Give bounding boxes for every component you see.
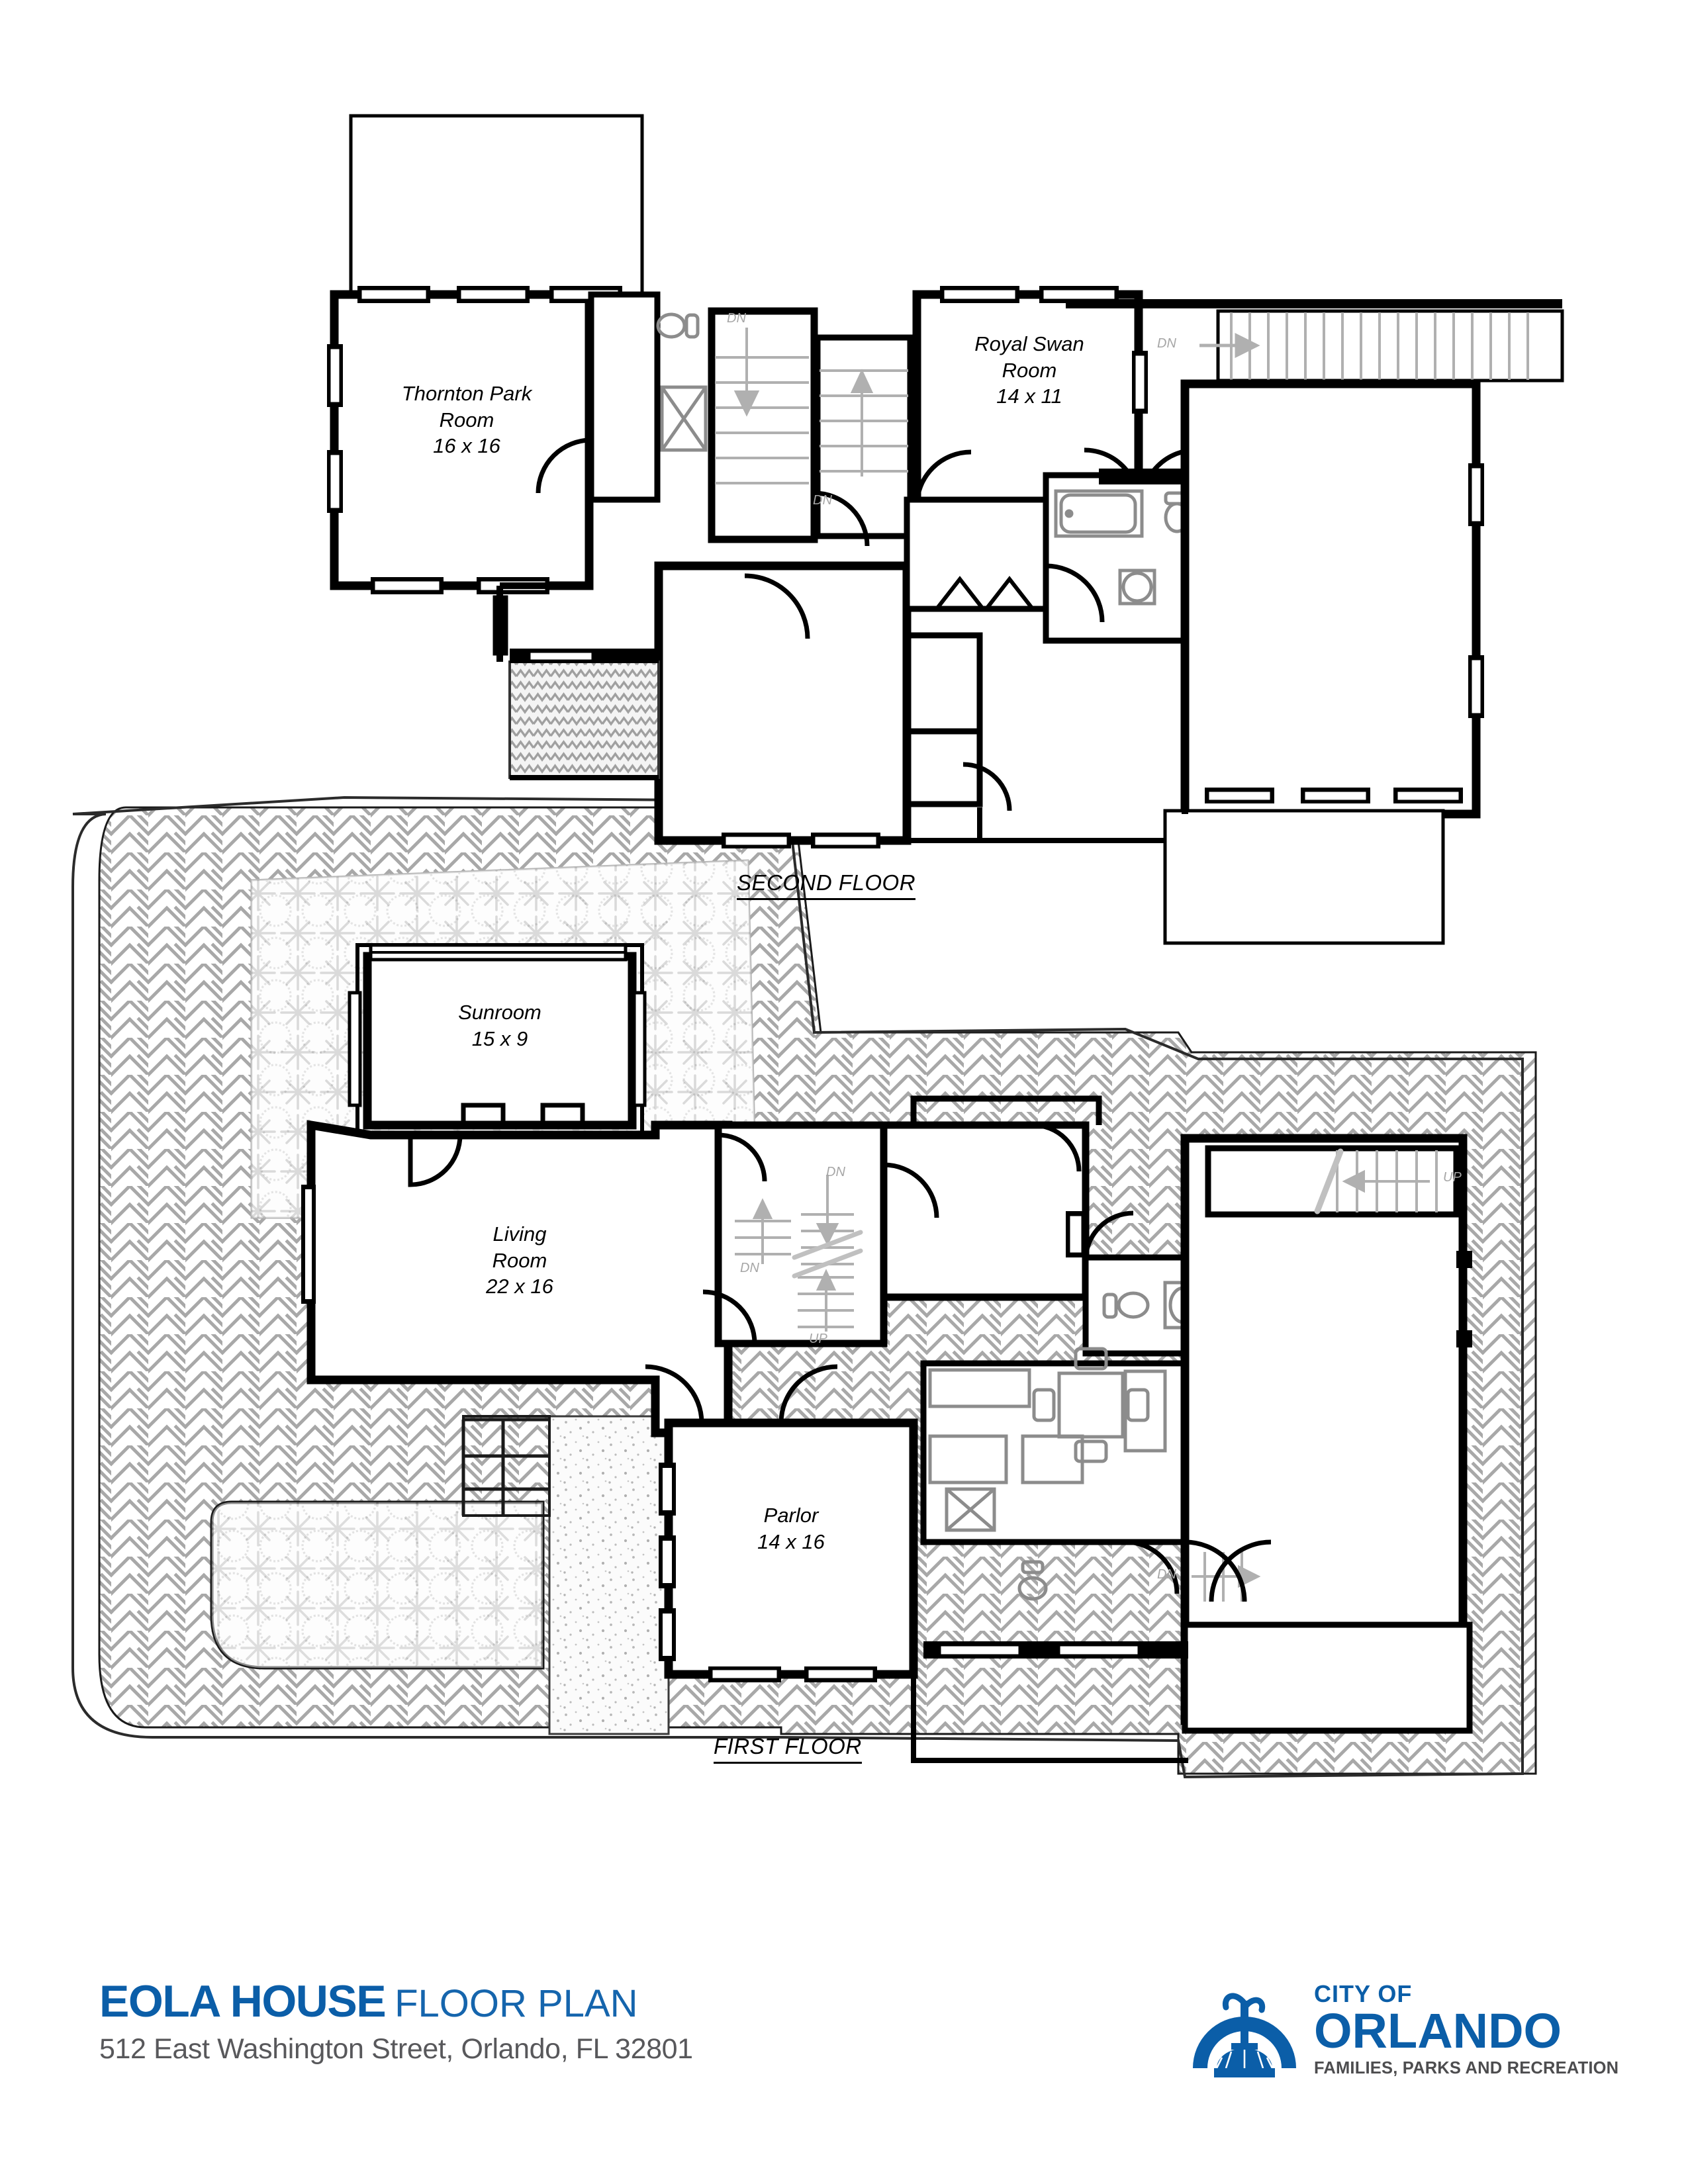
- right-stair-up-arrow: [1342, 1169, 1430, 1193]
- concrete-walk: [461, 1415, 670, 1735]
- stair-annotation-up-1f: UP: [809, 1332, 827, 1346]
- room-name-line2: Room: [439, 408, 494, 432]
- document-address: 512 East Washington Street, Orlando, FL …: [99, 2033, 693, 2065]
- room-thornton-park: [327, 286, 622, 594]
- first-floor-bottom-walls: [911, 1641, 1188, 1763]
- bathtub-icon: [1054, 489, 1144, 538]
- room-dimensions: 14 x 11: [996, 385, 1062, 408]
- room-label-parlor: Parlor 14 x 16: [692, 1502, 890, 1555]
- right-stair-dn-arrow-2: [1199, 332, 1260, 359]
- first-floor-center-block: [880, 1095, 1102, 1301]
- room-name-line1: Living: [492, 1222, 547, 1246]
- stair-annotation-dn-2f-a: DN: [727, 311, 746, 326]
- floor-label-first: FIRST FLOOR: [714, 1734, 862, 1764]
- toilet-icon-upper: [656, 312, 700, 339]
- room-royal-swan: [912, 286, 1197, 511]
- closet-icon: [660, 385, 708, 452]
- city-of-orlando-logo: CITY OF ORLANDO FAMILIES, PARKS AND RECR…: [1185, 1980, 1619, 2108]
- stair-annotation-dn-1f-right: DN: [1157, 1567, 1176, 1582]
- room-name-line2: Room: [1002, 358, 1057, 382]
- stair-annotation-dn-2f-c: DN: [1157, 336, 1176, 351]
- floor-label-second: SECOND FLOOR: [737, 870, 916, 900]
- logo-tagline: FAMILIES, PARKS AND RECREATION: [1314, 2058, 1619, 2077]
- room-label-living-room: Living Room 22 x 16: [417, 1221, 622, 1300]
- first-floor-right-wing: [1180, 1134, 1473, 1734]
- kitchen-fixture-icon: [945, 1487, 996, 1532]
- stair-annotation-dn-2f-b: DN: [813, 493, 832, 508]
- wc-icon: [1017, 1560, 1048, 1601]
- room-name-line2: Room: [492, 1248, 547, 1272]
- first-floor-plan: [71, 796, 1537, 1779]
- room-label-royal-swan: Royal Swan Room 14 x 11: [927, 331, 1132, 410]
- room-label-sunroom: Sunroom 15 x 9: [397, 999, 602, 1052]
- second-floor-closet: [588, 291, 708, 503]
- room-dimensions: 15 x 9: [471, 1026, 528, 1050]
- porch-roof-outline: [349, 114, 644, 296]
- second-floor-plan: [327, 114, 1564, 945]
- second-stair-up-arrow: [850, 369, 874, 477]
- room-sunroom: [348, 943, 647, 1139]
- stair-annotation-dn-1f-a: DN: [740, 1261, 759, 1275]
- second-floor-connector-walls: [492, 582, 1165, 843]
- stair-arrow-dn-left: [752, 1198, 773, 1264]
- room-name-line1: Sunroom: [458, 1001, 541, 1024]
- dining-area: [920, 1347, 1231, 1601]
- room-parlor: [645, 1364, 918, 1682]
- document-title: EOLA HOUSE: [99, 1976, 387, 2026]
- room-name-line1: Royal Swan: [974, 332, 1084, 355]
- second-floor-right-stair: [1066, 299, 1564, 383]
- room-dimensions: 14 x 16: [757, 1529, 825, 1553]
- stair-arrow-dn-right: [816, 1175, 839, 1246]
- room-label-thornton-park: Thornton Park Room 16 x 16: [361, 381, 573, 459]
- lake-eola-fountain-icon: [1193, 1993, 1296, 2077]
- logo-line-orlando: ORLANDO: [1314, 2003, 1562, 2058]
- second-floor-hall: [904, 496, 1105, 623]
- toilet-icon: [1102, 1291, 1150, 1319]
- room-name-line1: Parlor: [763, 1504, 819, 1527]
- first-floor-stair-hall: [702, 1121, 888, 1347]
- document-subtitle: FLOOR PLAN: [395, 1982, 638, 2025]
- room-name-line1: Thornton Park: [401, 382, 532, 405]
- second-stair-dn-arrow: [733, 328, 760, 417]
- dining-table-icon: [1032, 1347, 1150, 1463]
- room-dimensions: 16 x 16: [433, 434, 500, 458]
- sink-icon-bath: [1118, 569, 1156, 606]
- planting-bed-front: [210, 1500, 545, 1670]
- stair-annotation-dn-1f-b: DN: [826, 1165, 845, 1179]
- stair-arrow-up: [816, 1269, 837, 1332]
- second-floor-right-room: [1163, 379, 1484, 945]
- second-floor-stair: [708, 307, 914, 547]
- room-dimensions: 22 x 16: [486, 1275, 553, 1298]
- stair-annotation-up-1f-right: UP: [1443, 1170, 1462, 1185]
- logo-line-city-of: CITY OF: [1314, 1980, 1413, 2007]
- balcony-roof-hatch: [508, 649, 660, 779]
